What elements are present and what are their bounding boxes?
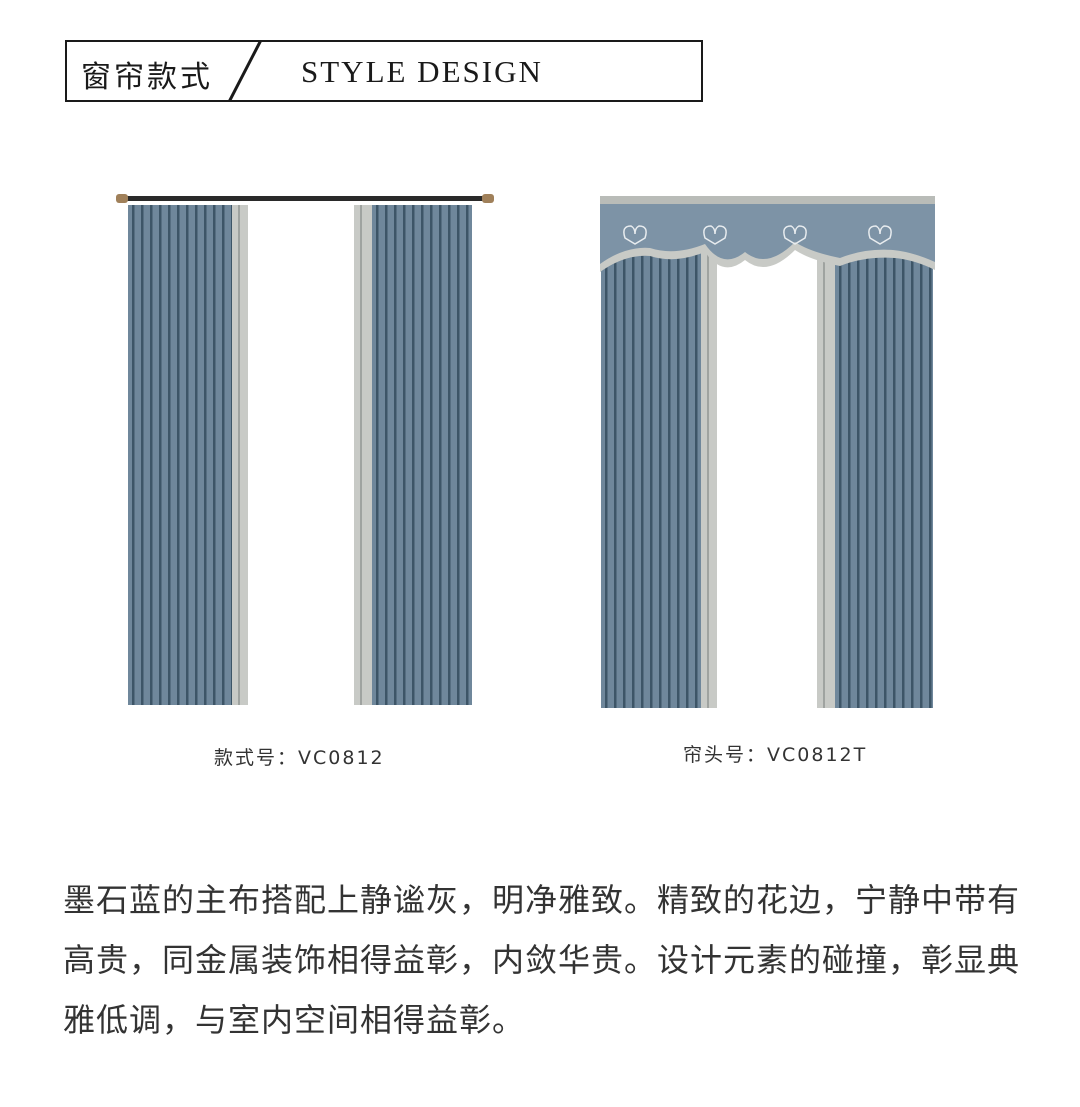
product-caption-style: 款式号：VC0812 [214,747,385,769]
curtain-rod [116,194,494,203]
curtain-rod-image [116,194,494,705]
header-divider-slash [227,40,263,102]
product-caption-valance: 帘头号：VC0812T [683,744,868,766]
section-title-en: STYLE DESIGN [301,54,543,89]
product-description: 墨石蓝的主布搭配上静谧灰，明净雅致。精致的花边，宁静中带有高贵，同金属装饰相得益… [63,881,1021,1039]
section-title-cn: 窗帘款式 [81,60,213,95]
curtain-panels [601,250,933,708]
curtain-valance [600,196,935,272]
curtain-valance-image [600,196,935,708]
section-header: 窗帘款式 STYLE DESIGN [65,40,703,102]
curtain-panels [128,205,472,705]
